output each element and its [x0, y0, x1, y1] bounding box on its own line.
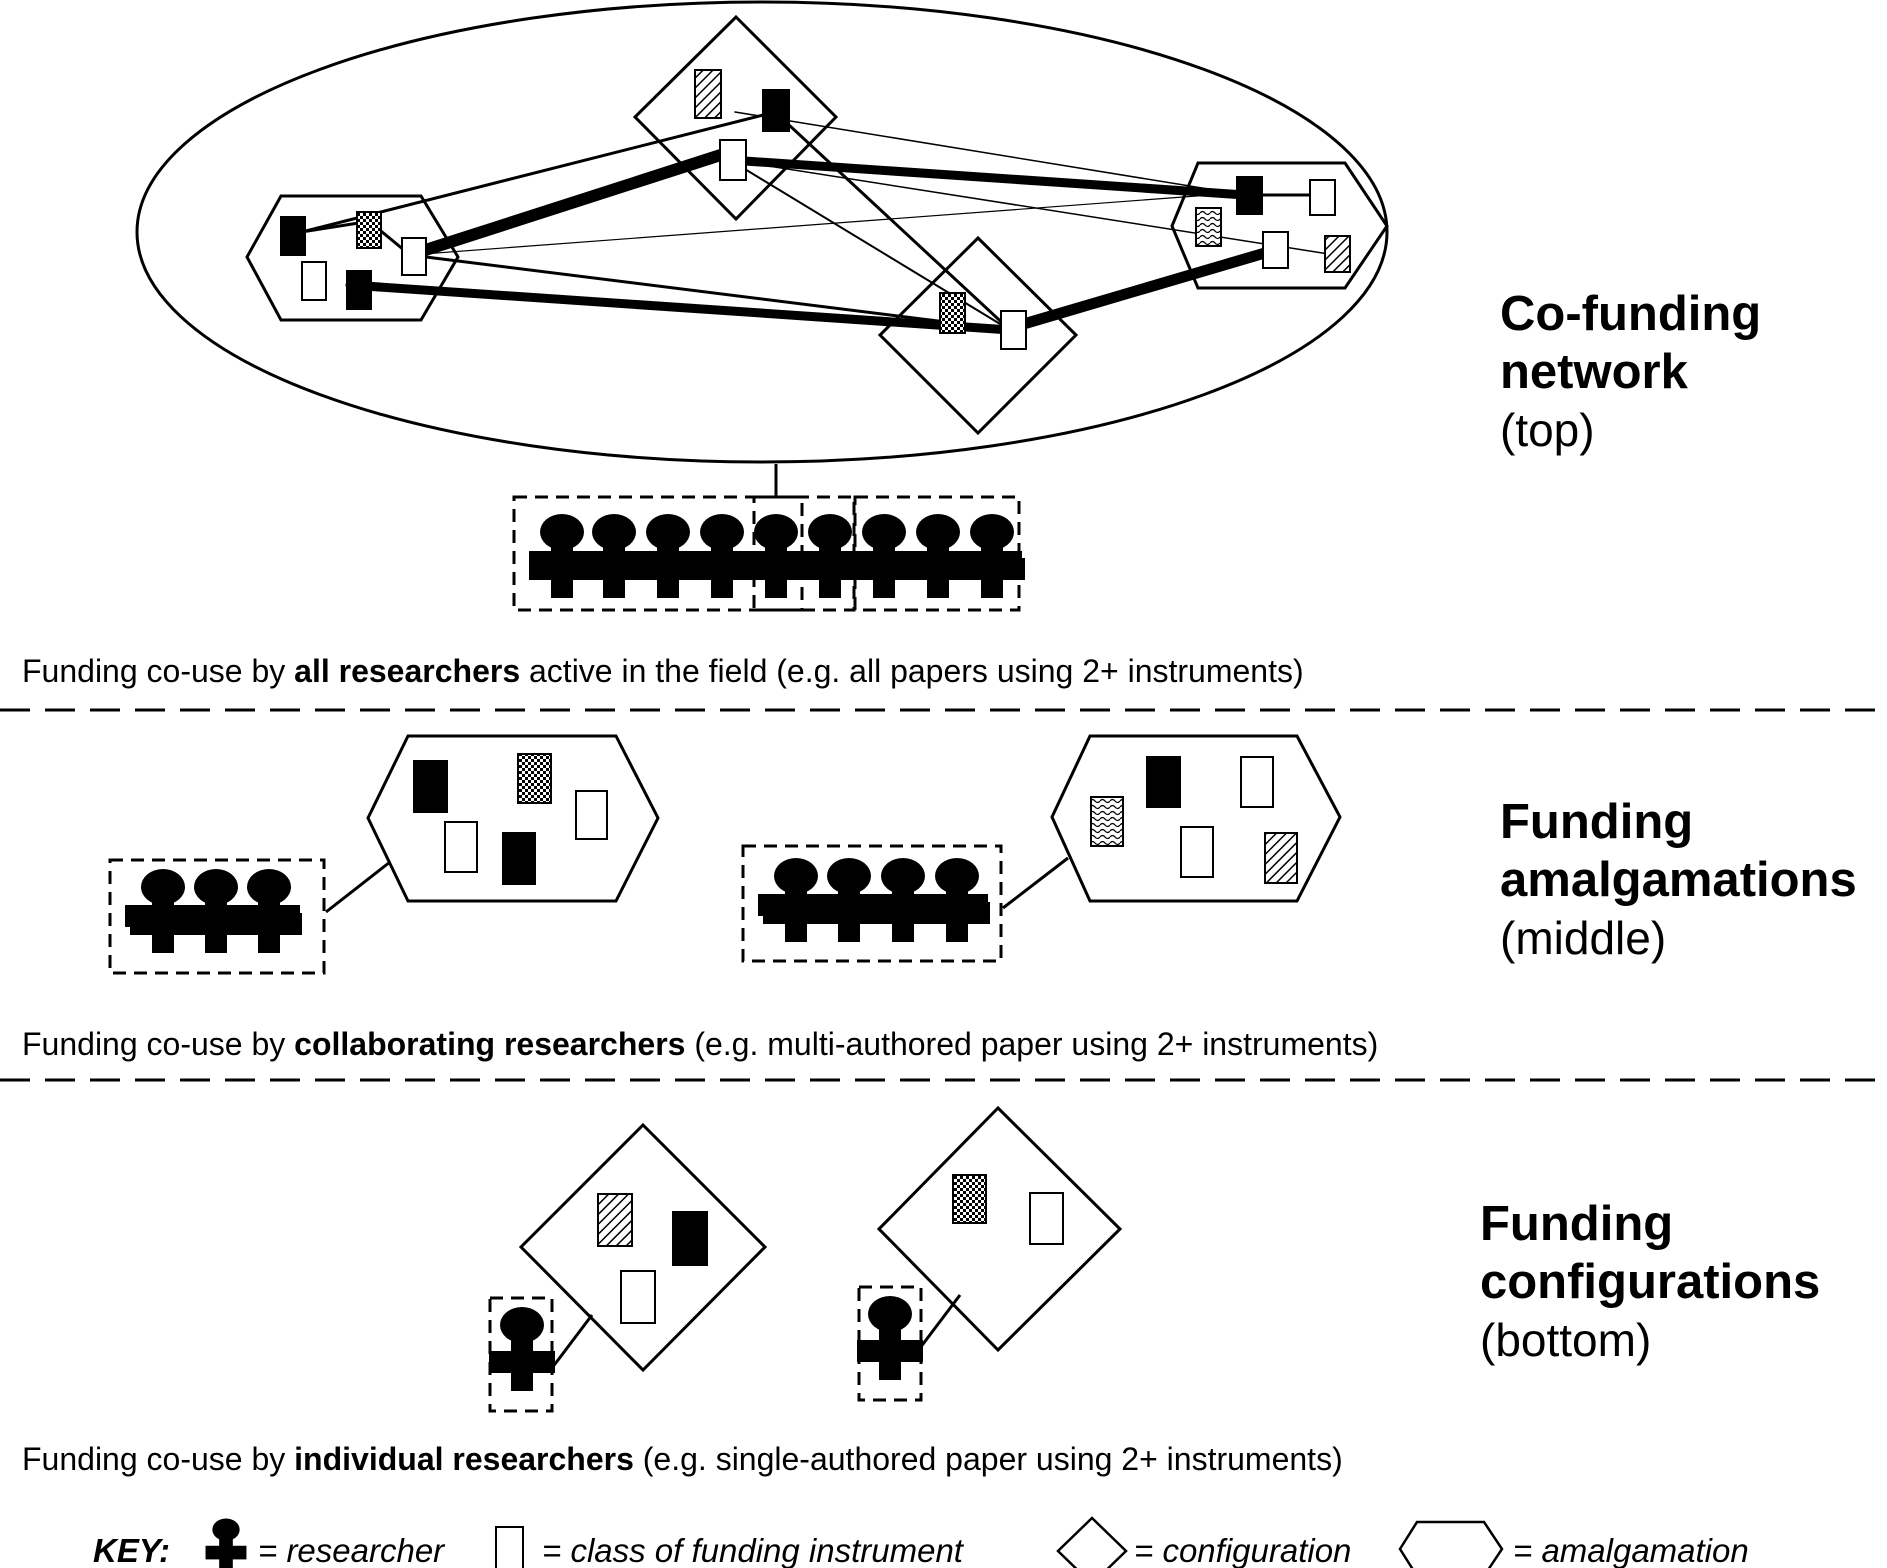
instrument-hatched: [694, 69, 722, 119]
instrument-key-icon: [495, 1526, 524, 1568]
configuration-right: [876, 1105, 1123, 1353]
amalgamation-researchers-right: [741, 844, 1003, 963]
level-position-bottom: (bottom): [1480, 1314, 1651, 1366]
amalgamation-left: [366, 734, 660, 903]
instrument-hatched: [1264, 832, 1298, 884]
network-instruments: [280, 69, 1351, 350]
key-configuration: = configuration: [1134, 1532, 1351, 1568]
instrument-black: [672, 1211, 708, 1266]
co-use-ties: [288, 110, 1336, 335]
instrument-white: [575, 790, 608, 840]
instrument-wavy: [1090, 796, 1124, 847]
funding-amalgamations: Funding amalgamations (middle) Funding c…: [22, 734, 1857, 1062]
level-title-top-line2: network: [1500, 345, 1689, 399]
level-title-bottom-line2: configurations: [1480, 1255, 1820, 1309]
instrument-white: [620, 1270, 656, 1324]
level-title-middle-line2: amalgamations: [1500, 853, 1857, 907]
level-title-top: Co-funding: [1500, 287, 1761, 341]
key-researcher: = researcher: [258, 1532, 446, 1568]
instrument-white: [1000, 310, 1027, 350]
instrument-wavy: [1195, 207, 1222, 247]
co-funding-network: Co-funding network (top) Funding co-use …: [22, 0, 1761, 689]
instrument-black: [1236, 176, 1263, 215]
level-title-middle: Funding: [1500, 795, 1693, 849]
level-position-middle: (middle): [1500, 912, 1666, 964]
instrument-white: [719, 139, 747, 181]
instrument-checkered: [356, 211, 382, 249]
instrument-white: [1262, 231, 1289, 269]
instrument-white: [1309, 179, 1336, 216]
instrument-checkered: [939, 292, 966, 334]
all-researchers-group: [512, 495, 1025, 612]
instrument-checkered: [517, 753, 552, 804]
level-position-top: (top): [1500, 404, 1595, 456]
key-title: KEY:: [93, 1532, 170, 1568]
level-title-bottom: Funding: [1480, 1197, 1673, 1251]
instrument-black: [1146, 756, 1181, 808]
instrument-hatched: [1324, 235, 1351, 273]
network-configuration-bottom: [877, 235, 1079, 436]
instrument-checkered: [952, 1174, 987, 1224]
instrument-white: [301, 261, 327, 301]
key-instrument: = class of funding instrument: [542, 1532, 965, 1568]
network-amalgamation-left: [245, 194, 460, 322]
caption-middle: Funding co-use by collaborating research…: [22, 1026, 1378, 1062]
instrument-black: [413, 760, 448, 813]
caption-bottom: Funding co-use by individual researchers…: [22, 1441, 1343, 1477]
instrument-white: [444, 821, 478, 873]
funding-configurations: Funding configurations (bottom) Funding …: [22, 1105, 1820, 1477]
instrument-white: [1240, 756, 1274, 808]
caption-top: Funding co-use by all researchers active…: [22, 653, 1304, 689]
researcher-icon: [857, 1296, 923, 1380]
instrument-black: [280, 216, 306, 256]
amalgamation-right: [1050, 734, 1342, 903]
instrument-black: [346, 270, 372, 310]
amalgamation-researchers-left: [108, 858, 326, 975]
instrument-white: [1180, 826, 1214, 878]
network-configuration-top: [632, 14, 839, 222]
instrument-hatched: [597, 1193, 633, 1247]
individual-researcher-left: [488, 1296, 555, 1413]
configuration-left: [518, 1122, 768, 1373]
instrument-black: [762, 89, 790, 132]
individual-researcher-right: [857, 1285, 923, 1402]
network-boundary: [135, 0, 1389, 464]
instrument-white: [1029, 1192, 1064, 1245]
amalgamation-key-icon: [1398, 1520, 1504, 1568]
instrument-white: [401, 237, 427, 276]
researcher-key-icon: [205, 1518, 247, 1568]
configuration-key-icon: [1056, 1516, 1128, 1568]
instrument-black: [502, 832, 536, 885]
key-amalgamation: = amalgamation: [1513, 1532, 1749, 1568]
legend-key: KEY: = researcher = class of funding ins…: [93, 1516, 1749, 1568]
researcher-icon: [489, 1307, 555, 1391]
network-amalgamation-right: [1170, 161, 1389, 290]
